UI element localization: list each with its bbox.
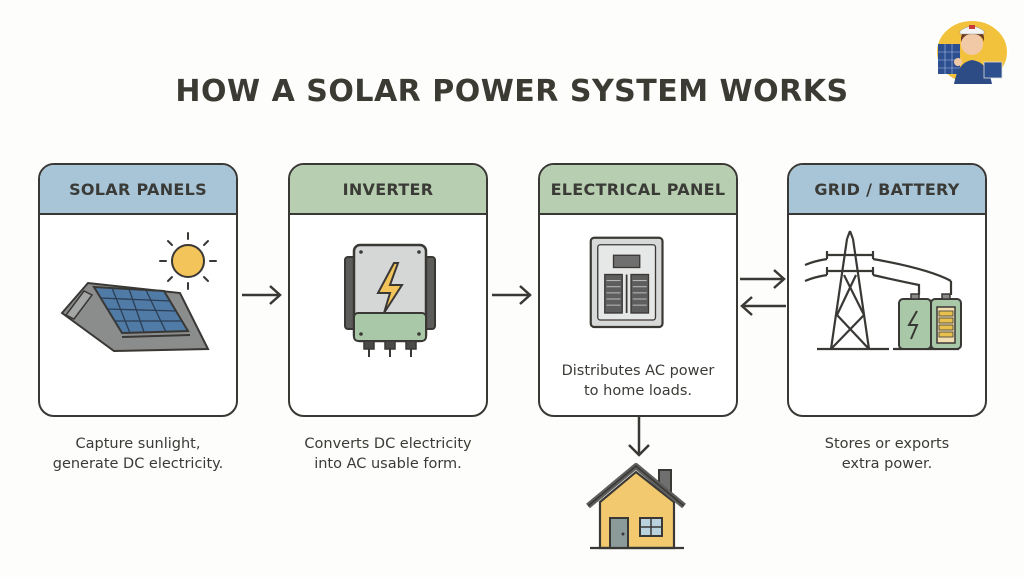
transmission-tower-icon [804,230,959,351]
step-caption: Capture sunlight, generate DC electricit… [52,436,224,472]
inverter-icon [344,243,436,357]
page-title: HOW A SOLAR POWER SYSTEM WORKS [175,74,849,109]
step-header: ELECTRICAL PANEL [540,165,736,215]
step-header: SOLAR PANELS [40,165,236,215]
step-header: INVERTER [290,165,486,215]
step-card-solar-panels: SOLAR PANELS [38,163,238,417]
arrow-down-icon [628,417,650,457]
step-header: GRID / BATTERY [789,165,985,215]
sun-icon [159,232,217,290]
arrow-right-icon [242,285,282,305]
step-caption: Converts DC electricity into AC usable f… [304,436,472,472]
house-icon [586,463,686,550]
step-card-inverter: INVERTER [288,163,488,417]
grid-battery-icon [804,230,962,351]
step-card-grid-battery: GRID / BATTERY [787,163,987,417]
step-card-electrical-panel: ELECTRICAL PANEL Distributes AC power to… [538,163,738,417]
step-caption: Stores or exports extra power. [824,436,950,472]
arrow-right-icon [492,285,532,305]
solar-installer-avatar-icon [935,19,1009,85]
electrical-panel-icon [589,236,664,329]
step-inner-text: Distributes AC power to home loads. [561,363,715,399]
solar-panel-icon [60,232,217,353]
bidirectional-arrow-icon [740,269,786,316]
